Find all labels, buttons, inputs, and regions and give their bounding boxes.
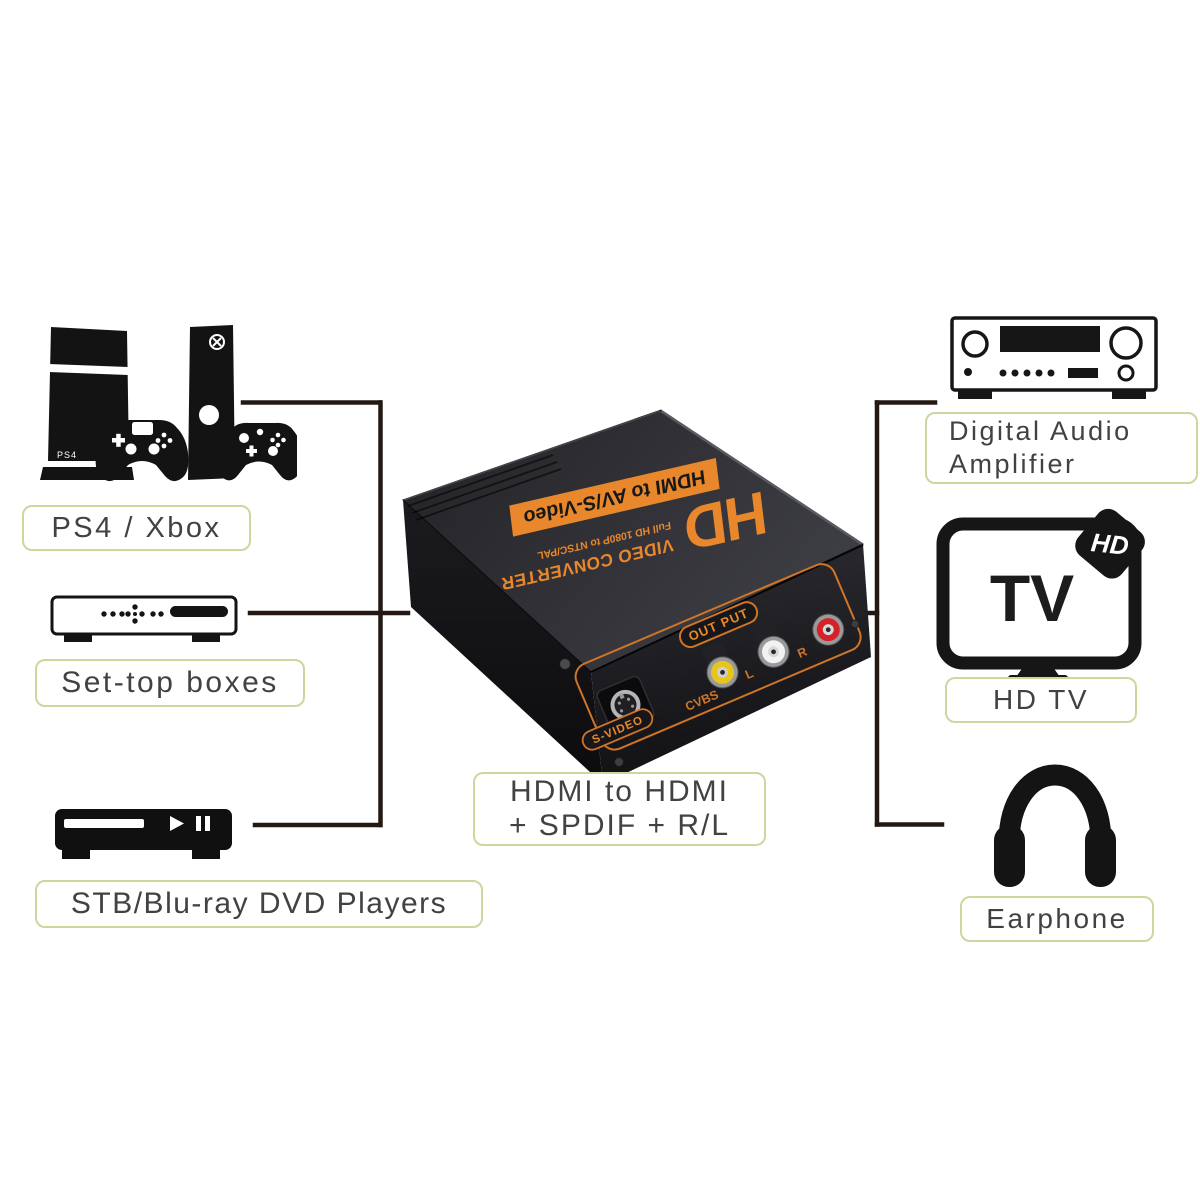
label-earphone: Earphone	[960, 896, 1154, 942]
label-digital-audio-amplifier: Digital Audio Amplifier	[925, 412, 1198, 484]
label-earphone-text: Earphone	[986, 903, 1128, 934]
caption-device-function: HDMI to HDMI + SPDIF + R/L	[473, 772, 766, 846]
label-set-top-boxes: Set-top boxes	[35, 659, 305, 707]
xbox-controller-icon	[215, 422, 297, 481]
label-dvd-players-text: STB/Blu-ray DVD Players	[70, 887, 448, 920]
ps4-console-text: PS4	[57, 450, 77, 460]
caption-line1: HDMI to HDMI	[509, 775, 729, 808]
device-left-face	[403, 500, 603, 784]
label-amplifier-line2: Amplifier	[949, 449, 1077, 479]
headphones-icon	[994, 764, 1116, 887]
label-set-top-boxes-text: Set-top boxes	[61, 666, 279, 699]
label-dvd-players: STB/Blu-ray DVD Players	[35, 880, 483, 928]
tv-hd-badge-text: HD	[1090, 527, 1131, 561]
game-consoles-icon: PS4	[40, 325, 297, 482]
converter-device: HD VIDEO CONVERTER Full HD 1080P to NTSC…	[402, 409, 871, 784]
caption-line2: + SPDIF + R/L	[508, 809, 731, 842]
audio-amplifier-icon	[950, 316, 1158, 399]
label-ps4-xbox-text: PS4 / Xbox	[51, 511, 222, 544]
rca-left-jack	[753, 621, 790, 668]
label-ps4-xbox: PS4 / Xbox	[22, 505, 251, 551]
device-strip	[509, 457, 720, 537]
hdtv-icon: TV HD	[936, 508, 1145, 683]
device-screws	[559, 619, 860, 767]
label-amplifier-line1: Digital Audio	[949, 416, 1132, 446]
label-hd-tv-text: HD TV	[993, 684, 1089, 715]
ps4-controller-icon	[95, 420, 189, 482]
tv-screen-text: TV	[990, 561, 1074, 635]
dvd-player-icon	[55, 809, 232, 859]
rca-right-jack	[807, 599, 845, 646]
set-top-box-icon	[50, 595, 238, 642]
label-hd-tv: HD TV	[945, 677, 1137, 723]
rca-cvbs-jack	[702, 642, 739, 689]
